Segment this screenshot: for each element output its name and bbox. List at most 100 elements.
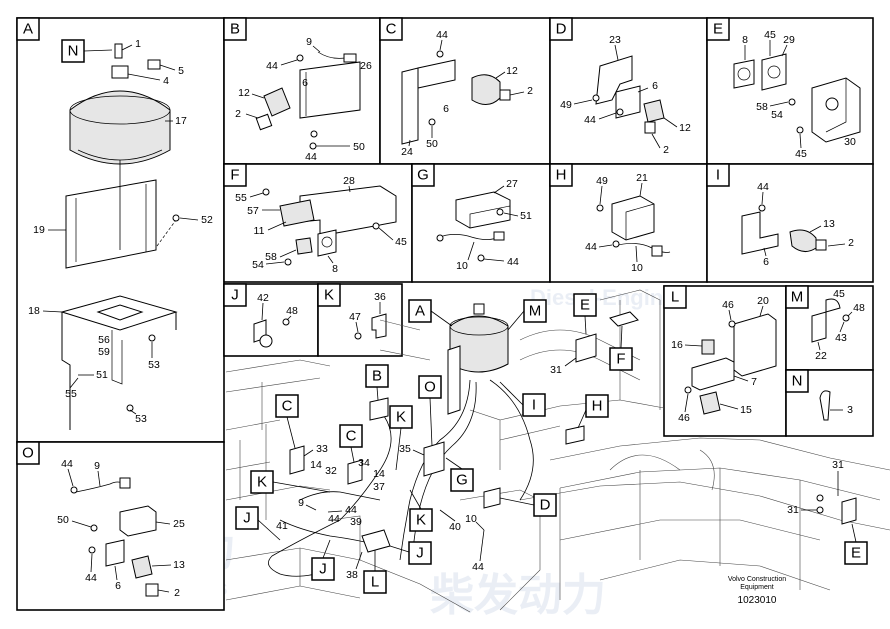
panel-c: C 44 12 2 6 24 50 bbox=[379, 17, 551, 165]
panel-l-part-15: 15 bbox=[740, 404, 752, 416]
panel-m-part-45: 45 bbox=[833, 288, 845, 300]
panel-l-letter: L bbox=[671, 289, 679, 306]
overview-callout-m: M bbox=[529, 303, 542, 320]
panel-f-part-57: 57 bbox=[247, 205, 259, 217]
panel-e-part-54: 54 bbox=[771, 109, 783, 121]
panel-f-part-55: 55 bbox=[235, 192, 247, 204]
overview-part-9: 9 bbox=[298, 497, 304, 509]
panel-e: E 8 45 29 58 54 45 30 bbox=[706, 17, 874, 165]
overview-part-38: 38 bbox=[346, 569, 358, 581]
panel-f-part-11: 11 bbox=[254, 225, 265, 237]
panel-i: I 44 13 2 6 bbox=[706, 163, 874, 283]
panel-d-part-44: 44 bbox=[584, 114, 596, 126]
panel-o-part-44-bottom: 44 bbox=[85, 572, 97, 584]
panel-o-part-9: 9 bbox=[94, 460, 100, 472]
overview-callout-a: A bbox=[415, 303, 425, 320]
panel-g-letter: G bbox=[417, 167, 429, 184]
panel-e-part-45-bottom: 45 bbox=[795, 148, 807, 160]
panel-a-part-18: 18 bbox=[28, 305, 40, 317]
overview-part-31-right: 31 bbox=[832, 459, 844, 471]
overview-callout-g: G bbox=[456, 472, 468, 489]
panel-g-part-51: 51 bbox=[520, 210, 532, 222]
panel-h-part-10: 10 bbox=[631, 262, 643, 274]
overview-callout-k-left: K bbox=[257, 474, 267, 491]
panel-o-part-2: 2 bbox=[174, 587, 180, 599]
panel-e-part-29: 29 bbox=[783, 34, 795, 46]
panel-j-part-48: 48 bbox=[286, 305, 298, 317]
overview-part-10: 10 bbox=[465, 513, 477, 525]
panel-b-part-12: 12 bbox=[238, 87, 250, 99]
panel-e-letter: E bbox=[713, 21, 723, 38]
panel-f: F 28 55 57 11 45 58 54 8 bbox=[223, 163, 413, 283]
panel-k-letter: K bbox=[324, 287, 334, 304]
panel-m-part-22: 22 bbox=[815, 350, 827, 362]
overview-part-14-left: 14 bbox=[310, 459, 322, 471]
panel-a-part-52: 52 bbox=[201, 214, 213, 226]
panel-o-part-50: 50 bbox=[57, 514, 69, 526]
panel-h-part-44: 44 bbox=[585, 241, 597, 253]
panel-l-part-20: 20 bbox=[757, 295, 769, 307]
panel-a-part-1: 1 bbox=[135, 38, 141, 50]
panel-e-part-8: 8 bbox=[742, 34, 748, 46]
panel-k-part-47: 47 bbox=[349, 311, 361, 323]
overview-part-33: 33 bbox=[316, 443, 328, 455]
overview-callout-o: O bbox=[424, 379, 436, 396]
panel-a-part-53-lower: 53 bbox=[135, 413, 147, 425]
panel-d-letter: D bbox=[556, 21, 567, 38]
panel-b-part-26: 26 bbox=[360, 60, 372, 72]
panel-f-part-28: 28 bbox=[343, 175, 355, 187]
watermark-brand-cn-4: 柴发动力 bbox=[430, 571, 606, 620]
panel-i-letter: I bbox=[716, 167, 720, 184]
panel-b-part-50: 50 bbox=[353, 141, 365, 153]
panel-o-part-25: 25 bbox=[173, 518, 185, 530]
panel-c-part-12: 12 bbox=[506, 65, 518, 77]
panel-a-letter: A bbox=[23, 21, 33, 38]
panel-d-part-12: 12 bbox=[679, 122, 691, 134]
panel-f-part-58: 58 bbox=[265, 251, 277, 263]
panel-c-part-50: 50 bbox=[426, 138, 438, 150]
overview-part-31-lower: 31 bbox=[787, 504, 799, 516]
panel-a-part-53-upper: 53 bbox=[148, 359, 160, 371]
panel-a-part-17: 17 bbox=[175, 115, 187, 127]
panel-h: H 49 21 44 10 bbox=[549, 163, 708, 283]
panel-o-part-13: 13 bbox=[173, 559, 185, 571]
panel-f-part-45: 45 bbox=[395, 236, 407, 248]
panel-b-part-2: 2 bbox=[235, 108, 241, 120]
panel-d-part-2: 2 bbox=[663, 144, 669, 156]
panel-h-part-49: 49 bbox=[596, 175, 608, 187]
overview-callout-i: I bbox=[532, 397, 536, 414]
panel-m-letter: M bbox=[791, 289, 804, 306]
panel-o: O 44 9 50 25 44 6 13 2 bbox=[16, 441, 225, 611]
panel-m-part-48: 48 bbox=[853, 302, 865, 314]
overview-callout-l: L bbox=[371, 574, 379, 591]
overview-callout-j-left: J bbox=[243, 510, 251, 527]
overview-callout-k-upper: K bbox=[396, 409, 406, 426]
panel-b-part-6: 6 bbox=[302, 77, 308, 89]
overview-part-31-top: 31 bbox=[550, 364, 562, 376]
panel-h-part-21: 21 bbox=[636, 172, 648, 184]
overview-part-39: 39 bbox=[350, 516, 362, 528]
overview-callout-e-upper: E bbox=[580, 297, 590, 314]
panel-m-part-43: 43 bbox=[835, 332, 847, 344]
panel-a-callout-n: N bbox=[68, 43, 79, 60]
panel-a-part-5: 5 bbox=[178, 65, 184, 77]
panel-e-part-58: 58 bbox=[756, 101, 768, 113]
overview-callout-k-lower: K bbox=[416, 512, 426, 529]
panel-f-letter: F bbox=[230, 167, 239, 184]
panel-n-letter: N bbox=[792, 373, 803, 390]
footer: Volvo Construction Equipment 1023010 bbox=[728, 576, 786, 606]
panel-n: N 3 bbox=[785, 369, 874, 437]
panel-l: L 20 46 16 7 46 15 bbox=[663, 285, 787, 437]
panel-o-part-6: 6 bbox=[115, 580, 121, 592]
panel-a-part-56: 56 bbox=[98, 334, 110, 346]
panel-a-part-55: 55 bbox=[65, 388, 77, 400]
panel-o-letter: O bbox=[22, 445, 34, 462]
panel-b-part-9: 9 bbox=[306, 36, 312, 48]
panel-a-part-51: 51 bbox=[96, 369, 108, 381]
panel-b-part-44-top: 44 bbox=[266, 60, 278, 72]
panel-a-part-19: 19 bbox=[33, 224, 45, 236]
panel-l-part-16: 16 bbox=[671, 339, 683, 351]
panel-o-part-44-top: 44 bbox=[61, 458, 73, 470]
footer-drawing-number: 1023010 bbox=[738, 595, 777, 606]
